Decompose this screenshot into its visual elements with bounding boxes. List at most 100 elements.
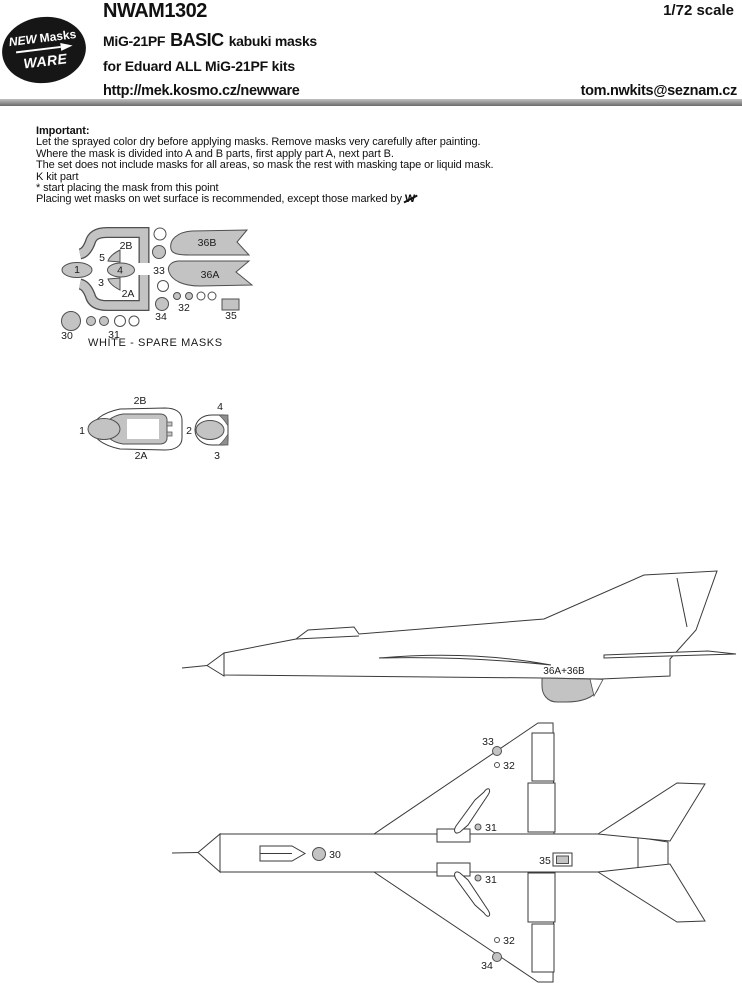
bottom-label-33: 33 — [482, 736, 494, 748]
spare-circle-mask — [114, 315, 126, 327]
windscreen-mask-4-wedge — [218, 414, 229, 428]
logo-arrow-icon — [15, 42, 73, 54]
product-code: NWAM1302 — [103, 0, 207, 22]
mask-sheet-diagram: 1 2B 5 4 3 2A 33 34 32 35 36B 36A 30 31 … — [61, 227, 254, 349]
wing-fence-lower — [454, 871, 491, 917]
newware-logo: NEWMasks WARE — [0, 12, 90, 88]
spare-circle-mask — [157, 280, 169, 292]
instruction-line: * start placing the mask from this point — [36, 182, 219, 195]
mask-part-32-circle — [173, 292, 181, 300]
sheet-label-3: 3 — [98, 277, 104, 289]
mask-part-33-circle — [152, 245, 166, 259]
title-model: MiG-21PF — [103, 33, 166, 49]
mask-part-35-rect — [221, 298, 240, 311]
sheet-label-33: 33 — [153, 265, 165, 277]
aileron-lower — [531, 923, 555, 973]
sheet-label-30: 30 — [61, 330, 73, 342]
no-wet-symbol: W — [404, 193, 416, 206]
sheet-label-2b: 2B — [120, 240, 133, 252]
bottom-label-32-upper: 32 — [503, 760, 515, 772]
fuselage-outline — [223, 570, 718, 680]
side-view-label-36ab: 36A+36B — [543, 666, 585, 677]
header-divider-bar — [0, 99, 742, 106]
spare-circle-mask — [207, 291, 217, 301]
sheet-label-5: 5 — [99, 252, 105, 264]
website-url: http://mek.kosmo.cz/newware — [103, 83, 300, 99]
bottom-label-31-upper: 31 — [485, 822, 497, 834]
sheet-label-36a: 36A — [201, 269, 220, 281]
aircraft-bottom-view: 33 32 31 31 32 34 30 35 — [171, 722, 706, 983]
windscreen-mask-2-oval — [195, 420, 225, 440]
nose-cone — [206, 652, 225, 677]
title-rest: kabuki masks — [228, 33, 318, 49]
sheet-label-4: 4 — [117, 265, 123, 277]
instruction-line-text: Placing wet masks on wet surface is reco… — [36, 193, 402, 206]
canopy-sill-line — [295, 635, 360, 640]
mask-31-placement-upper — [474, 823, 482, 831]
bottom-label-31-lower: 31 — [485, 874, 497, 886]
spare-circle-mask — [196, 291, 206, 301]
nose-cone — [197, 832, 221, 874]
mask-part-36a-blade — [167, 260, 254, 287]
sheet-label-34: 34 — [155, 311, 167, 323]
mask-part-1-oval — [61, 262, 93, 278]
aircraft-side-view: 36A+36B — [181, 570, 737, 703]
aileron-upper — [531, 732, 555, 782]
mask-part-3-wedge — [107, 277, 121, 291]
canopy-label-2: 2 — [186, 425, 192, 437]
mask-part-34-circle — [155, 297, 169, 311]
bottom-view-line-art — [171, 722, 706, 983]
mask-part-5-wedge — [107, 249, 121, 263]
canopy-window-clear — [127, 419, 159, 439]
ventral-fin-notch — [589, 678, 604, 698]
mask-32-placement-upper — [494, 762, 500, 768]
sheet-label-1: 1 — [74, 264, 80, 276]
wing-root-profile — [378, 654, 552, 666]
bottom-label-35: 35 — [539, 855, 551, 867]
mask-30-placement — [312, 847, 326, 861]
mask-35-placement — [556, 855, 569, 864]
rudder-line — [676, 577, 688, 628]
tailplane-profile — [603, 650, 737, 659]
flap-upper — [527, 782, 556, 833]
mask-part-31-circle — [99, 316, 109, 326]
mask-part-30-circle — [61, 311, 81, 331]
mask-34-placement — [492, 952, 502, 962]
mask-32-placement-lower — [494, 937, 500, 943]
side-view-line-art — [181, 570, 737, 680]
mask-part-frame-bracket — [78, 227, 150, 311]
bottom-label-30: 30 — [329, 849, 341, 861]
bottom-label-34: 34 — [481, 960, 493, 972]
wing-root-fairing-lower — [436, 862, 471, 877]
stabilizer-upper — [596, 782, 706, 842]
canopy-label-3: 3 — [214, 450, 220, 462]
sheet-label-36b: 36B — [198, 237, 217, 249]
mask-31-placement-lower — [474, 874, 482, 882]
product-title: MiG-21PF BASIC kabuki masks — [103, 30, 317, 51]
canopy-label-4: 4 — [217, 401, 223, 413]
instruction-line: Placing wet masks on wet surface is reco… — [36, 193, 716, 206]
important-instructions: Important: Let the sprayed color dry bef… — [36, 125, 716, 206]
mask-part-32-circle — [185, 292, 193, 300]
spare-circle-mask — [128, 315, 140, 327]
canopy-mask-diagram: 2B 1 2A 4 2 3 — [79, 395, 229, 462]
canopy-frame-tab — [166, 421, 173, 427]
scale-label: 1/72 scale — [663, 2, 734, 19]
sheet-label-35: 35 — [225, 310, 237, 322]
mask-33-placement — [492, 746, 502, 756]
bottom-label-32-lower: 32 — [503, 935, 515, 947]
flap-lower — [527, 872, 556, 923]
pitot-probe — [181, 665, 208, 669]
wing-fence-upper — [454, 788, 491, 834]
instruction-line: Let the sprayed color dry before applyin… — [36, 136, 481, 149]
wing-root-fairing-upper — [436, 828, 471, 843]
canopy-frame-tab — [166, 431, 173, 437]
pitot-probe — [171, 852, 199, 854]
spare-masks-caption: WHITE - SPARE MASKS — [88, 337, 223, 349]
instructions-heading: Important: — [36, 125, 90, 137]
canopy-label-1: 1 — [79, 425, 85, 437]
instruction-line: The set does not include masks for all a… — [36, 159, 494, 172]
contact-email: tom.nwkits@seznam.cz — [580, 83, 738, 99]
windscreen-mask-3-wedge — [218, 432, 229, 446]
